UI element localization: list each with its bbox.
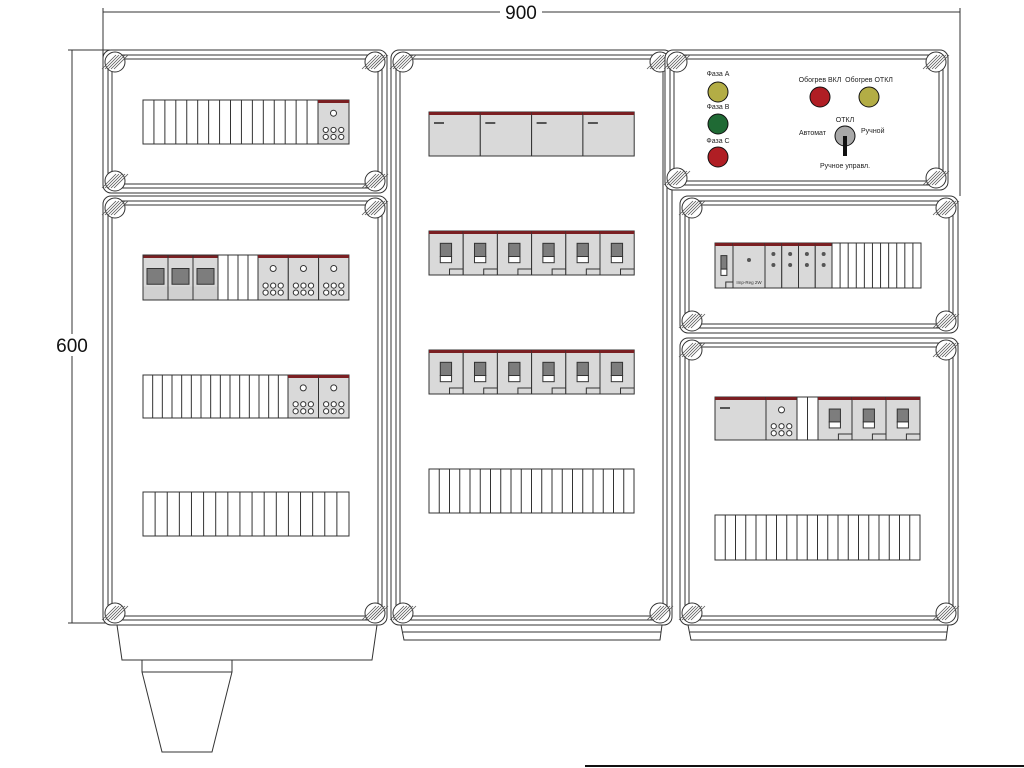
relay-module: [257, 254, 289, 301]
lamp-phase-b-icon: [707, 113, 729, 135]
screw-icon: [678, 339, 706, 361]
screw-icon: [678, 310, 706, 332]
circuit-breaker: [885, 396, 921, 441]
screw-icon: [101, 197, 129, 219]
terminal-block: [796, 396, 819, 441]
screw-icon: [932, 602, 960, 624]
dimension-width: 900: [102, 2, 961, 196]
screw-icon: [101, 602, 129, 624]
enclosure-control-box: [663, 49, 950, 191]
height-label: 600: [56, 336, 88, 357]
terminal-block: [217, 254, 259, 301]
screw-icon: [361, 51, 389, 73]
circuit-breaker: [714, 242, 734, 289]
label-switch-auto: Автомат: [799, 130, 827, 137]
screw-icon: [101, 170, 129, 192]
terminal-block: [428, 468, 635, 514]
screw-icon: [932, 197, 960, 219]
terminal-block: [142, 99, 319, 145]
screw-icon: [646, 602, 674, 624]
contactor-module: [479, 111, 533, 157]
contactor-module: [531, 111, 584, 157]
label-manual-control: Ручное управл.: [820, 163, 870, 170]
indicator-module: [814, 242, 833, 289]
screw-icon: [932, 339, 960, 361]
relay-module: [318, 374, 350, 419]
circuit-breaker: [462, 349, 498, 395]
indicator-module: [798, 242, 816, 289]
lamp-heat-off-icon: [858, 86, 880, 108]
circuit-breaker: [496, 230, 533, 276]
circuit-breaker: [496, 349, 533, 395]
label-phase-c: Фаза С: [706, 138, 729, 145]
label-switch-manual: Ручной: [861, 127, 885, 135]
screw-icon: [361, 602, 389, 624]
circuit-breaker: [531, 349, 567, 395]
relay-module: [287, 254, 320, 301]
circuit-breaker: [462, 230, 498, 276]
screw-icon: [389, 602, 417, 624]
circuit-breaker: [531, 230, 567, 276]
terminal-block: [142, 491, 350, 537]
screw-icon: [922, 51, 950, 73]
dimension-height: 600: [52, 49, 110, 624]
enclosure-right-bottom: [678, 337, 960, 626]
cable-gland: [141, 659, 233, 753]
indicator-module: [781, 242, 799, 289]
module-label: Imp-Reg 2W: [736, 280, 762, 285]
width-label: 900: [505, 3, 537, 24]
indicator-module: [764, 242, 783, 289]
screw-icon: [678, 197, 706, 219]
circuit-breaker: [851, 396, 887, 441]
control-panel: Фаза А Фаза В Фаза С Обогрев ВКЛ Обогрев…: [706, 71, 893, 170]
label-heat-on: Обогрев ВКЛ: [799, 76, 842, 84]
label-heat-off: Обогрев ОТКЛ: [845, 76, 893, 84]
label-switch-off: ОТКЛ: [836, 117, 855, 124]
circuit-breaker: [428, 230, 464, 276]
screw-icon: [663, 51, 691, 73]
circuit-breaker: [428, 349, 464, 395]
relay-module: [765, 396, 798, 441]
label-phase-a: Фаза А: [707, 71, 730, 78]
main-breaker: [192, 254, 219, 301]
circuit-breaker: [565, 349, 601, 395]
lamp-phase-a-icon: [707, 81, 729, 103]
enclosure-bases: [116, 624, 1024, 767]
relay-module: [287, 374, 319, 419]
screw-icon: [361, 170, 389, 192]
contactor-module: [582, 111, 635, 157]
label-phase-b: Фаза В: [707, 104, 730, 111]
lamp-phase-c-icon: [707, 146, 729, 168]
lamp-heat-on-icon: [809, 86, 831, 108]
screw-icon: [663, 167, 691, 189]
contactor-module: [714, 396, 767, 441]
contactor-module: [428, 111, 481, 157]
circuit-breaker: [817, 396, 853, 441]
screw-icon: [101, 51, 129, 73]
relay-module: [318, 254, 350, 301]
main-breaker: [142, 254, 169, 301]
screw-icon: [678, 602, 706, 624]
terminal-block: [714, 514, 921, 561]
circuit-breaker: [599, 349, 635, 395]
screw-icon: [922, 167, 950, 189]
circuit-breaker: [599, 230, 635, 276]
screw-icon: [932, 310, 960, 332]
relay-module: [317, 99, 350, 145]
screw-icon: [361, 197, 389, 219]
circuit-breaker: [565, 230, 601, 276]
main-breaker: [167, 254, 194, 301]
screw-icon: [389, 51, 417, 73]
terminal-block: [142, 374, 289, 419]
terminal-block: [831, 242, 922, 289]
impulse-relay: Imp-Reg 2W: [732, 242, 766, 289]
